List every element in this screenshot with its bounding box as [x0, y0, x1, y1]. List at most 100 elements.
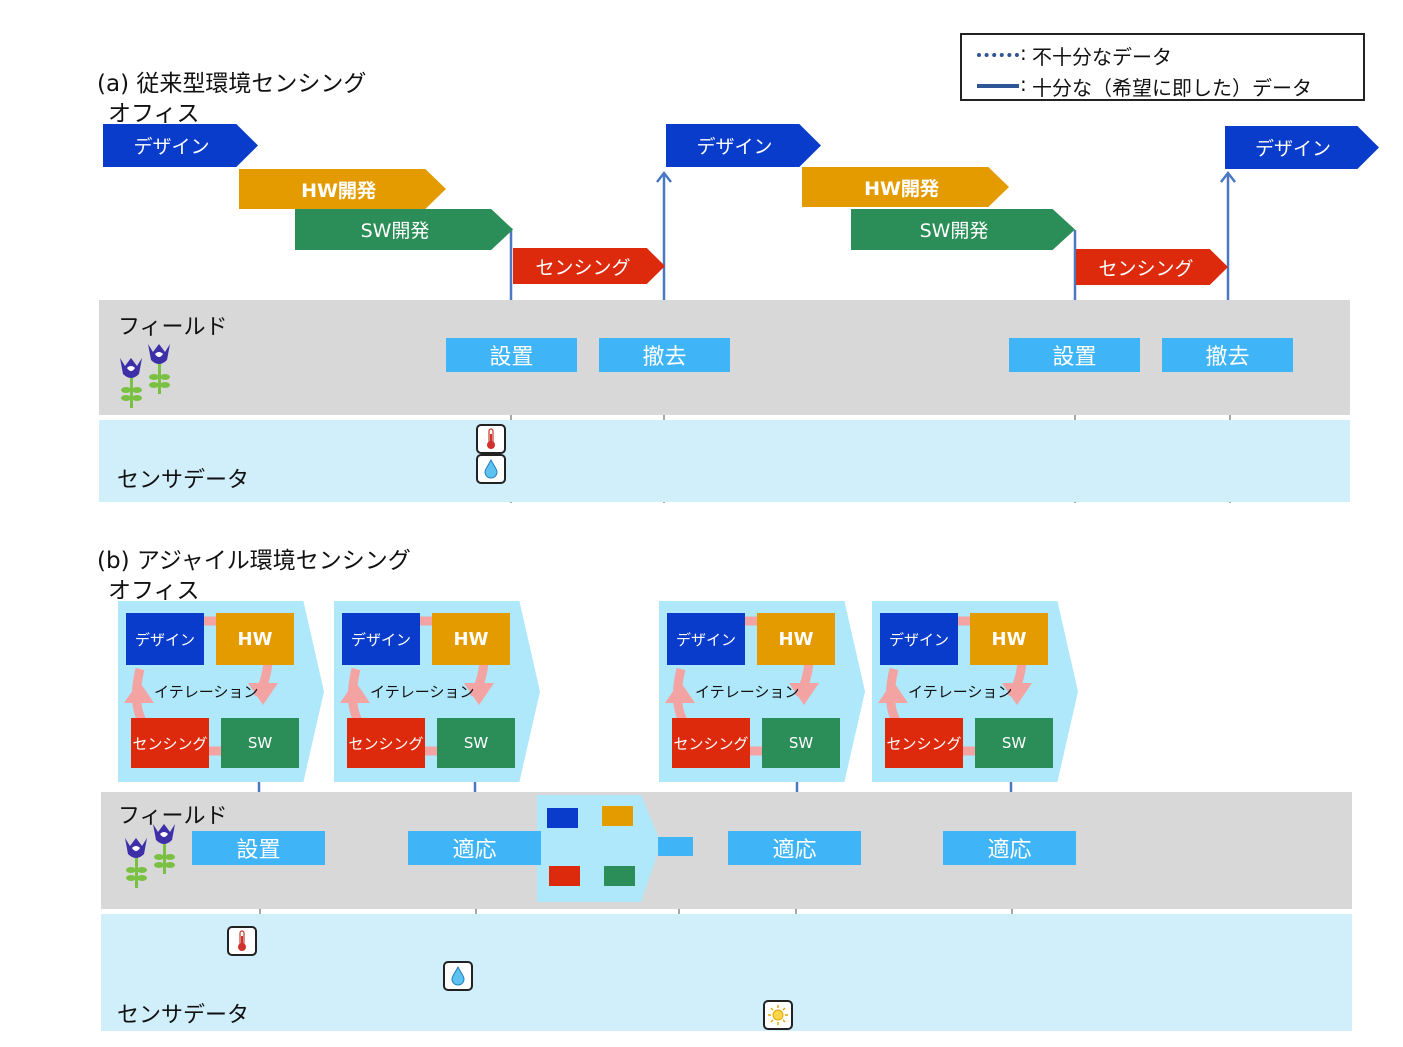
design-stage-arrow: デザイン: [103, 124, 258, 167]
sw-dev-stage-arrow: SW開発: [295, 209, 513, 250]
remove-box-2: 撤去: [1162, 338, 1293, 372]
install-box: 設置: [446, 338, 577, 372]
iter-sw-label-2: SW: [463, 734, 489, 752]
iter-hw-block-1: HW: [216, 613, 294, 665]
mini-deploy-box: [658, 837, 693, 856]
hw-dev-stage-label-2: HW開発: [864, 177, 939, 200]
hw-dev-stage-label: HW開発: [301, 179, 376, 202]
adapt-box-3: 適応: [943, 831, 1076, 865]
sensor-band-b: [101, 914, 1352, 1031]
iter-design-block-3: デザイン: [667, 613, 745, 665]
thermometer-icon: [476, 424, 506, 454]
section-b-office-label: オフィス: [108, 578, 200, 604]
hw-dev-stage-arrow-2: HW開発: [802, 167, 1009, 207]
iter-hw-label-1: HW: [237, 628, 273, 650]
sw-dev-stage-label: SW開発: [360, 220, 430, 242]
install-box-2: 設置: [1009, 338, 1140, 372]
iter-sensing-block-2: センシング: [347, 718, 425, 768]
water-drop-icon: [476, 454, 506, 484]
design-stage-arrow-2: デザイン: [666, 124, 821, 167]
field-label-b: フィールド: [118, 804, 228, 829]
adapt-box-1: 適応: [408, 831, 541, 865]
iter-sensing-block-4: センシング: [885, 718, 963, 768]
iter-design-block-1: デザイン: [126, 613, 204, 665]
sw-dev-stage-arrow-2: SW開発: [851, 209, 1075, 250]
legend-solid-swatch: [977, 84, 1019, 88]
iter-sensing-label-3: センシング: [673, 734, 749, 753]
adapt-box-2: 適応: [728, 831, 861, 865]
design-stage-label: デザイン: [133, 136, 210, 158]
iter-hw-label-3: HW: [778, 628, 814, 650]
iter-design-label-4: デザイン: [888, 630, 949, 649]
iter-sw-block-4: SW: [975, 718, 1053, 768]
iter-sensing-block-1: センシング: [131, 718, 209, 768]
legend-solid-label: 十分な（希望に即した）データ: [1032, 76, 1312, 100]
iteration-label-4: イテレーション: [908, 683, 1013, 701]
mini-design-block: [547, 808, 578, 828]
adapt-label-1: 適応: [452, 838, 497, 863]
iteration-cycle-arrows-2: [340, 616, 494, 756]
adapt-label-2: 適応: [772, 838, 817, 863]
iter-hw-block-4: HW: [970, 613, 1048, 665]
iteration-cycle-arrows-4: [878, 616, 1032, 756]
legend-prefix-1: :: [1020, 41, 1027, 65]
remove-box: 撤去: [599, 338, 730, 372]
remove-arrow-a2-head: [1220, 170, 1236, 183]
iter-design-block-4: デザイン: [880, 613, 958, 665]
install-label-b: 設置: [236, 838, 281, 863]
sensing-stage-arrow-2: センシング: [1076, 249, 1228, 285]
legend-prefix-2: :: [1020, 72, 1027, 96]
mini-hw-block: [602, 806, 633, 826]
flower-icon: [117, 342, 173, 412]
sensor-label-a: センサデータ: [117, 468, 250, 493]
iteration-label-2: イテレーション: [370, 683, 475, 701]
iteration-label-3: イテレーション: [695, 683, 800, 701]
design-stage-label-2: デザイン: [696, 136, 773, 158]
install-label: 設置: [489, 345, 534, 370]
iter-hw-block-3: HW: [757, 613, 835, 665]
iter-sw-label-3: SW: [788, 734, 814, 752]
iter-design-label-1: デザイン: [134, 630, 195, 649]
sensor-label-b: センサデータ: [117, 1003, 250, 1028]
hw-dev-stage-arrow: HW開発: [239, 169, 446, 209]
sun-icon: [763, 1000, 793, 1030]
legend-dotted-label: 不十分なデータ: [1032, 45, 1172, 69]
mini-sw-block: [604, 866, 635, 886]
remove-label-2: 撤去: [1205, 345, 1250, 370]
iter-design-block-2: デザイン: [342, 613, 420, 665]
iteration-cycle-arrows-1: [124, 616, 278, 756]
water-drop-icon: [443, 961, 473, 991]
section-a-title: (a) 従来型環境センシング: [97, 71, 367, 97]
mini-sensing-block: [549, 866, 580, 886]
iter-sensing-label-1: センシング: [132, 734, 208, 753]
iter-hw-label-4: HW: [991, 628, 1027, 650]
iteration-label-1: イテレーション: [154, 683, 259, 701]
install-label-2: 設置: [1052, 345, 1097, 370]
remove-label: 撤去: [642, 345, 687, 370]
install-box-b: 設置: [192, 831, 325, 865]
section-a-office-label: オフィス: [108, 101, 200, 127]
section-b-title: (b) アジャイル環境センシング: [97, 548, 411, 574]
iter-hw-label-2: HW: [453, 628, 489, 650]
legend-dotted-swatch: [977, 53, 1019, 57]
iteration-cycle-arrows-3: [665, 616, 819, 756]
sensor-band-a: [99, 420, 1350, 502]
iter-sw-block-3: SW: [762, 718, 840, 768]
sensing-stage-arrow: センシング: [513, 248, 665, 284]
iter-sensing-label-2: センシング: [348, 734, 424, 753]
iter-sensing-block-3: センシング: [672, 718, 750, 768]
iter-sw-label-4: SW: [1001, 734, 1027, 752]
sensing-stage-label-2: センシング: [1098, 257, 1194, 280]
adapt-label-3: 適応: [987, 838, 1032, 863]
design-stage-arrow-3: デザイン: [1225, 126, 1379, 169]
field-label-a: フィールド: [118, 315, 228, 340]
thermometer-icon: [227, 926, 257, 956]
sw-dev-stage-label-2: SW開発: [919, 220, 989, 242]
iter-hw-block-2: HW: [432, 613, 510, 665]
sensing-stage-label: センシング: [535, 256, 631, 279]
iter-sw-block-2: SW: [437, 718, 515, 768]
iter-sw-label-1: SW: [247, 734, 273, 752]
design-stage-label-3: デザイン: [1254, 138, 1331, 160]
iter-sw-block-1: SW: [221, 718, 299, 768]
flower-icon: [122, 822, 178, 892]
